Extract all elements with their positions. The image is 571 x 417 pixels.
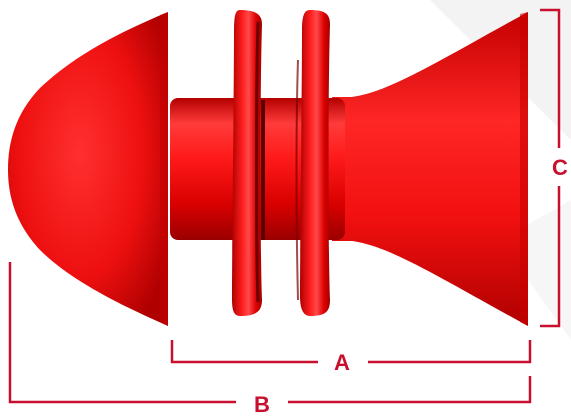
flange-rib-1 xyxy=(232,10,262,316)
dimension-a xyxy=(170,340,532,364)
left-dome-face xyxy=(160,12,168,326)
dimension-b-label: B xyxy=(254,392,270,417)
right-cone-edge xyxy=(520,12,528,326)
flange-rib-2 xyxy=(300,10,330,316)
dimension-a-label: A xyxy=(334,350,350,375)
dimension-c xyxy=(540,8,561,328)
flange-rib-1-groove xyxy=(255,21,260,303)
left-dome xyxy=(8,12,168,326)
dimension-c-label: C xyxy=(552,155,568,180)
flange-rib-2-shadow xyxy=(295,59,299,301)
dimension-b xyxy=(8,262,532,404)
right-cone xyxy=(332,12,528,326)
